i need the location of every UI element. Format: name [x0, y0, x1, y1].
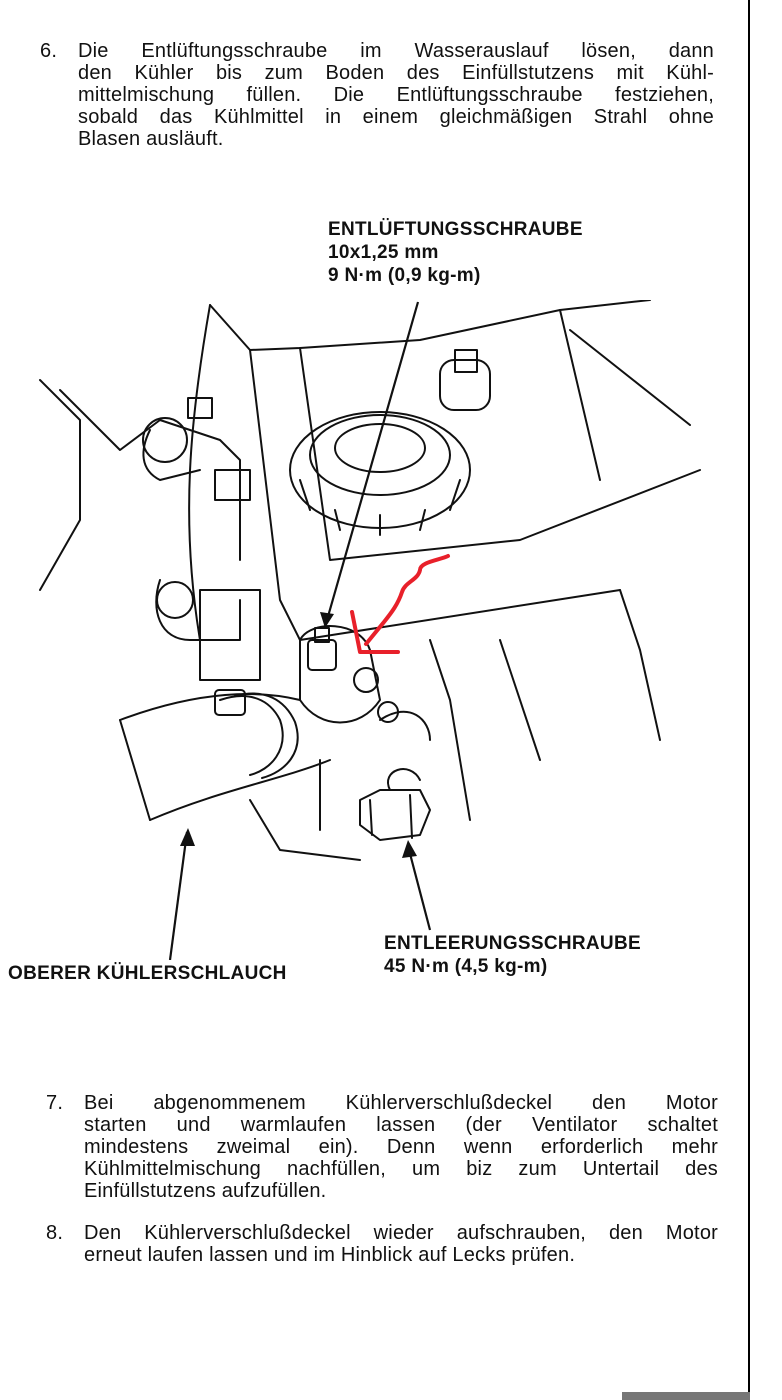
step-6: 6. Die Entlüftungsschraube im Wasserausl…	[40, 40, 714, 150]
drain-screw-torque: 45 N·m (4,5 kg-m)	[384, 956, 548, 977]
bleed-screw-torque: 9 N·m (0,9 kg-m)	[328, 265, 481, 286]
engine-cooling-figure	[39, 300, 701, 960]
step-line: Bei abgenommenem Kühlerverschlußdeckel d…	[84, 1092, 718, 1114]
drain-screw-title: ENTLEERUNGSSCHRAUBE	[384, 933, 641, 954]
step-line: den Kühler bis zum Boden des Einfüllstut…	[78, 62, 714, 84]
step-8: 8. Den Kühlerverschlußdeckel wieder aufs…	[46, 1222, 718, 1266]
upper-hose-title: OBERER KÜHLERSCHLAUCH	[8, 963, 287, 984]
step-line: erneut laufen lassen und im Hinblick auf…	[84, 1244, 576, 1266]
step-line: Den Kühlerverschlußdeckel wieder aufschr…	[84, 1222, 718, 1244]
upper-hose-label: OBERER KÜHLERSCHLAUCH	[8, 962, 287, 985]
step-line: mittelmischung füllen. Die Entlüftungssc…	[78, 84, 714, 106]
step-number: 7.	[46, 1092, 64, 1114]
step-number: 8.	[46, 1222, 64, 1244]
step-line: mindestens zweimal ein). Denn wenn erfor…	[84, 1136, 718, 1158]
bleed-screw-title: ENTLÜFTUNGSSCHRAUBE	[328, 219, 583, 240]
step-line: Kühlmittelmischung nachfüllen, um biz zu…	[84, 1158, 718, 1180]
step-line: starten und warmlaufen lassen (der Venti…	[84, 1114, 718, 1136]
step-line: Blasen ausläuft.	[78, 128, 224, 150]
page-border-right	[748, 0, 750, 1400]
bleed-screw-size: 10x1,25 mm	[328, 242, 439, 263]
step-line: Einfüllstutzens aufzufüllen.	[84, 1180, 327, 1202]
step-7: 7. Bei abgenommenem Kühlerverschlußdecke…	[46, 1092, 718, 1202]
page-edge-mark	[622, 1392, 750, 1400]
drain-screw-label: ENTLEERUNGSSCHRAUBE 45 N·m (4,5 kg-m)	[384, 932, 641, 978]
bleed-screw-label: ENTLÜFTUNGSSCHRAUBE 10x1,25 mm 9 N·m (0,…	[328, 218, 583, 287]
step-number: 6.	[40, 40, 58, 62]
step-line: sobald das Kühlmittel in einem gleichmäß…	[78, 106, 714, 128]
step-line: Die Entlüftungsschraube im Wasserauslauf…	[78, 40, 714, 62]
